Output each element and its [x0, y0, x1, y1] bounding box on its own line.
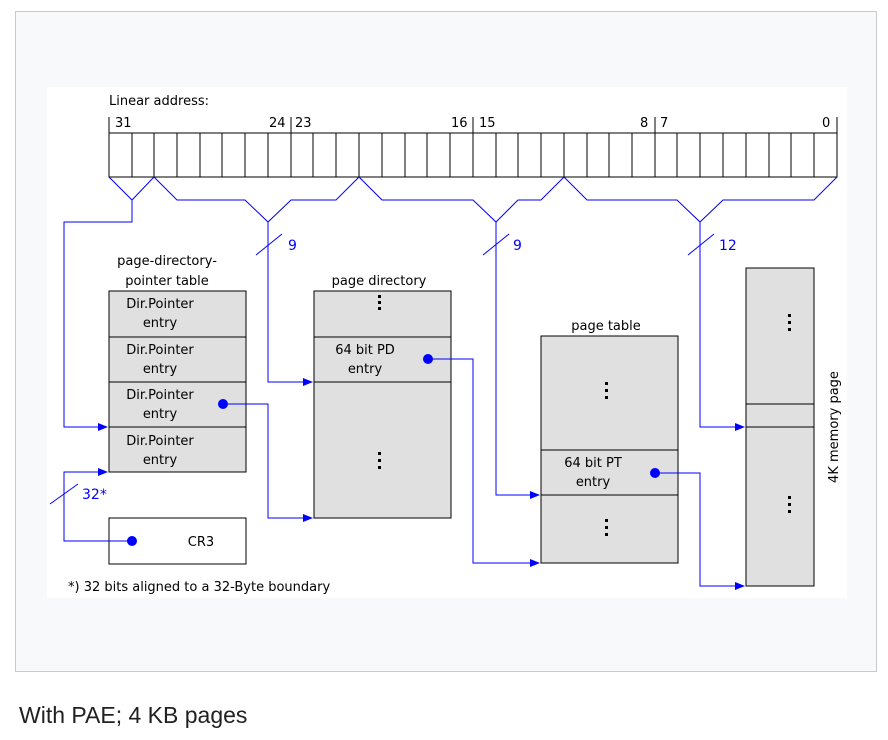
- pdpt-entry-3-line2: entry: [143, 407, 178, 422]
- pdpt-entry-4-line2: entry: [143, 453, 178, 468]
- bit-label-24: 24: [269, 116, 286, 131]
- pdpt-entry-3-line1: Dir.Pointer: [126, 388, 194, 403]
- pd-entry-line1: 64 bit PD: [335, 343, 395, 358]
- width-label-offset: 12: [719, 238, 737, 254]
- pdpt-table: [108, 290, 247, 473]
- address-bit-cells: [108, 117, 838, 178]
- memory-page-ellipsis: [788, 314, 791, 513]
- pt-entry-line2: entry: [576, 475, 611, 490]
- pd-ellipsis: [378, 295, 381, 469]
- page-directory-title: page directory: [332, 274, 427, 289]
- width-label-cr3: 32*: [82, 487, 107, 503]
- page-table: [540, 335, 679, 564]
- width-label-pt: 9: [513, 238, 522, 254]
- bit-label-7: 7: [660, 116, 668, 131]
- bit-label-31: 31: [115, 116, 132, 131]
- bit-label-8: 8: [640, 116, 648, 131]
- bit-label-0: 0: [822, 116, 830, 131]
- pdpt-entry-1-line2: entry: [143, 316, 178, 331]
- linear-address-label: Linear address:: [109, 94, 209, 109]
- pae-paging-diagram: Linear address: 31 24 23 16 15 8 7 0 9 9…: [47, 87, 847, 598]
- bit-numbers: 31 24 23 16 15 8 7 0: [115, 116, 830, 131]
- pdpt-title-line1: page-directory-: [117, 254, 217, 269]
- memory-page-label: 4K memory page: [827, 371, 842, 483]
- page-table-title: page table: [571, 319, 641, 334]
- figure-caption: With PAE; 4 KB pages: [19, 702, 248, 728]
- pointer-dots: [127, 354, 660, 546]
- memory-page: [745, 267, 815, 587]
- pt-entry-line1: 64 bit PT: [564, 456, 622, 471]
- pt-ellipsis: [605, 382, 608, 536]
- pd-entry-line2: entry: [348, 362, 383, 377]
- connection-arrows: [63, 200, 745, 590]
- cr3-label: CR3: [188, 535, 214, 550]
- pdpt-entry-2-line2: entry: [143, 362, 178, 377]
- pdpt-entry-1-line1: Dir.Pointer: [126, 297, 194, 312]
- bit-label-23: 23: [295, 116, 312, 131]
- bit-label-16: 16: [451, 116, 468, 131]
- page-directory-table: [313, 290, 452, 519]
- pdpt-entry-4-line1: Dir.Pointer: [126, 434, 194, 449]
- pdpt-title-line2: pointer table: [125, 274, 209, 289]
- bit-label-15: 15: [479, 116, 496, 131]
- width-label-pd: 9: [288, 238, 297, 254]
- pdpt-entry-2-line1: Dir.Pointer: [126, 343, 194, 358]
- footnote: *) 32 bits aligned to a 32-Byte boundary: [68, 580, 330, 595]
